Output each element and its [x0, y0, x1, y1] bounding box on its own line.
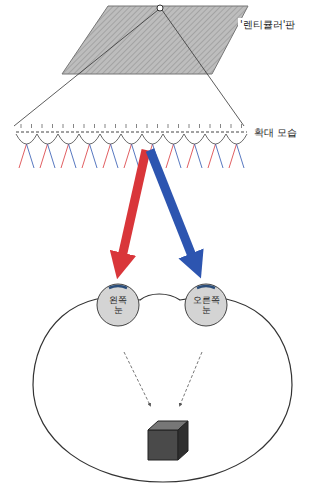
strip-mark: [136, 124, 137, 128]
ray-line: [132, 144, 140, 168]
ray-line: [111, 144, 119, 168]
lenticular-sheet: [62, 6, 248, 74]
lens-arc: [100, 134, 121, 144]
head-outline: [33, 294, 292, 482]
ray-line: [195, 144, 203, 168]
eye-label: 오른쪽 눈: [192, 295, 220, 316]
magnified-lens-row: [16, 124, 247, 168]
eye-circle: 오른쪽 눈: [184, 283, 228, 327]
sheet-label: '렌티큘러'판: [238, 18, 298, 32]
strip-mark: [220, 124, 221, 128]
strip-mark: [63, 124, 64, 128]
ray-line: [174, 144, 182, 168]
ray-line: [103, 144, 111, 168]
eye-circle: 왼쪽 눈: [96, 283, 140, 327]
strip-mark: [31, 124, 32, 128]
lens-arc: [184, 134, 205, 144]
perceived-cube: [148, 421, 188, 460]
ray-line: [69, 144, 77, 168]
strip-mark: [189, 124, 190, 128]
zoom-line: [162, 10, 244, 126]
strip-mark: [178, 124, 179, 128]
strip-mark: [84, 124, 85, 128]
strip-mark: [241, 124, 242, 128]
zoom-label: 확대 모습: [252, 126, 299, 140]
strip-mark: [42, 124, 43, 128]
strip-mark: [157, 124, 158, 128]
ray-line: [166, 144, 174, 168]
ray-line: [61, 144, 69, 168]
lens-arc: [79, 134, 100, 144]
eye-label: 왼쪽 눈: [104, 295, 132, 316]
ray-line: [48, 144, 56, 168]
zoom-line: [14, 10, 158, 126]
strip-mark: [168, 124, 169, 128]
strip-mark: [126, 124, 127, 128]
ray-line: [19, 144, 27, 168]
ray-line: [27, 144, 35, 168]
strip-mark: [21, 124, 22, 128]
brain-arrow: [124, 352, 150, 405]
strip-mark: [105, 124, 106, 128]
strip-mark: [147, 124, 148, 128]
ray-line: [90, 144, 98, 168]
lens-arc: [16, 134, 37, 144]
right-view-arrow: [150, 150, 196, 266]
ray-line: [208, 144, 216, 168]
ray-line: [237, 144, 245, 168]
ray-line: [229, 144, 237, 168]
strip-mark: [115, 124, 116, 128]
lens-arc: [58, 134, 79, 144]
lens-arc: [142, 134, 163, 144]
strip-mark: [210, 124, 211, 128]
ray-line: [187, 144, 195, 168]
image-strip: [16, 132, 247, 133]
strip-mark: [94, 124, 95, 128]
strip-mark: [73, 124, 74, 128]
lens-arc: [226, 134, 247, 144]
left-view-arrow: [120, 150, 146, 266]
ray-line: [40, 144, 48, 168]
ray-line: [124, 144, 132, 168]
brain-arrow: [180, 352, 202, 405]
strip-mark: [52, 124, 53, 128]
strip-mark: [199, 124, 200, 128]
lens-arc: [205, 134, 226, 144]
ray-line: [216, 144, 224, 168]
lens-arc: [163, 134, 184, 144]
lens-arc: [37, 134, 58, 144]
strip-mark: [231, 124, 232, 128]
lens-arc: [121, 134, 142, 144]
ray-line: [82, 144, 90, 168]
